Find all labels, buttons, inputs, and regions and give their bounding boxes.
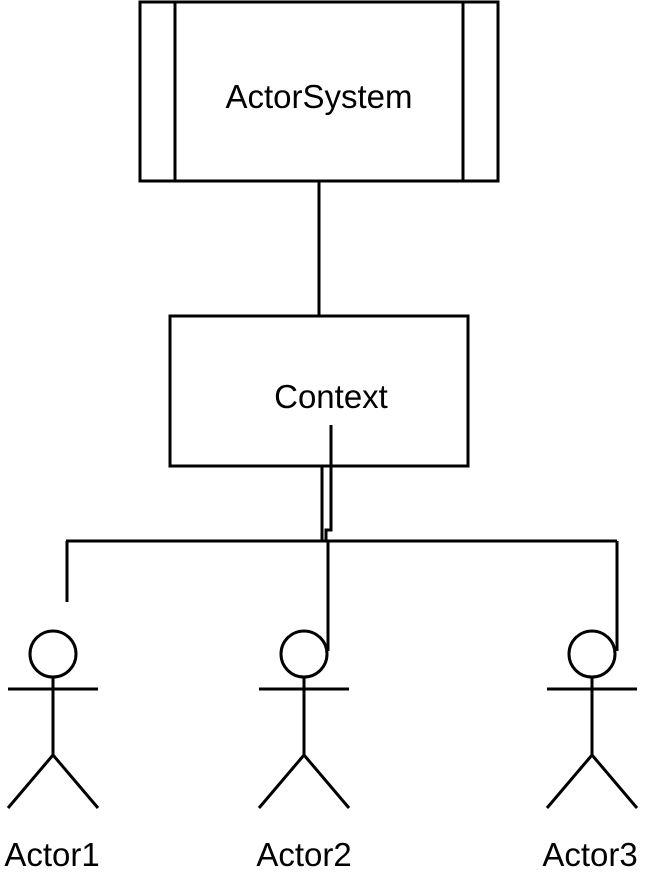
actor3-head [567, 629, 617, 679]
actor3-figure: Actor3 [542, 629, 639, 873]
context-to-actors-connectors [65, 425, 619, 651]
actor2-label: Actor2 [256, 836, 351, 873]
actor2-figure: Actor2 [256, 629, 352, 873]
context-node: Context [168, 314, 470, 468]
actor1-label: Actor1 [4, 836, 99, 873]
context-label: Context [274, 378, 388, 415]
actor-system-node: ActorSystem [138, 0, 500, 183]
actor3-legs [545, 752, 639, 809]
context-box [168, 314, 470, 468]
context-stub-right [324, 425, 333, 541]
actor-system-box [138, 0, 500, 183]
actor2-head [279, 629, 329, 679]
actor3-label: Actor3 [542, 836, 637, 873]
actor-system-label: ActorSystem [225, 78, 412, 115]
actor2-legs [257, 752, 351, 809]
actor1-legs [6, 752, 100, 809]
actor1-head [28, 629, 78, 679]
actor1-figure: Actor1 [4, 629, 100, 873]
